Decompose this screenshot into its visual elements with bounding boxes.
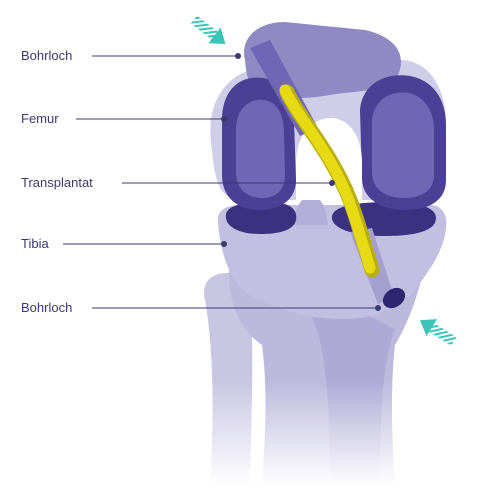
label-bohrloch-top: Bohrloch bbox=[21, 48, 73, 63]
drill-direction-arrow-icon bbox=[419, 319, 457, 346]
leader-dot-femur bbox=[221, 116, 227, 122]
label-tibia: Tibia bbox=[21, 236, 49, 251]
leader-dot-bohrloch-top bbox=[235, 53, 241, 59]
tibia-tunnel-opening bbox=[382, 287, 406, 309]
label-transplantat: Transplantat bbox=[21, 175, 93, 190]
tibial-spine bbox=[292, 196, 328, 225]
label-bohrloch-bottom: Bohrloch bbox=[21, 300, 73, 315]
graft-body bbox=[279, 84, 376, 274]
label-femur: Femur bbox=[21, 111, 59, 126]
femur-condyle-right-face bbox=[372, 92, 434, 198]
leader-dot-bohrloch-bottom bbox=[375, 305, 381, 311]
femur-condyle-left-face bbox=[236, 99, 285, 198]
leader-dot-transplantat bbox=[329, 180, 335, 186]
drill-direction-arrow-icon bbox=[190, 15, 226, 45]
bottom-fade bbox=[180, 380, 440, 486]
leader-dot-tibia bbox=[221, 241, 227, 247]
meniscus-left bbox=[225, 202, 297, 234]
